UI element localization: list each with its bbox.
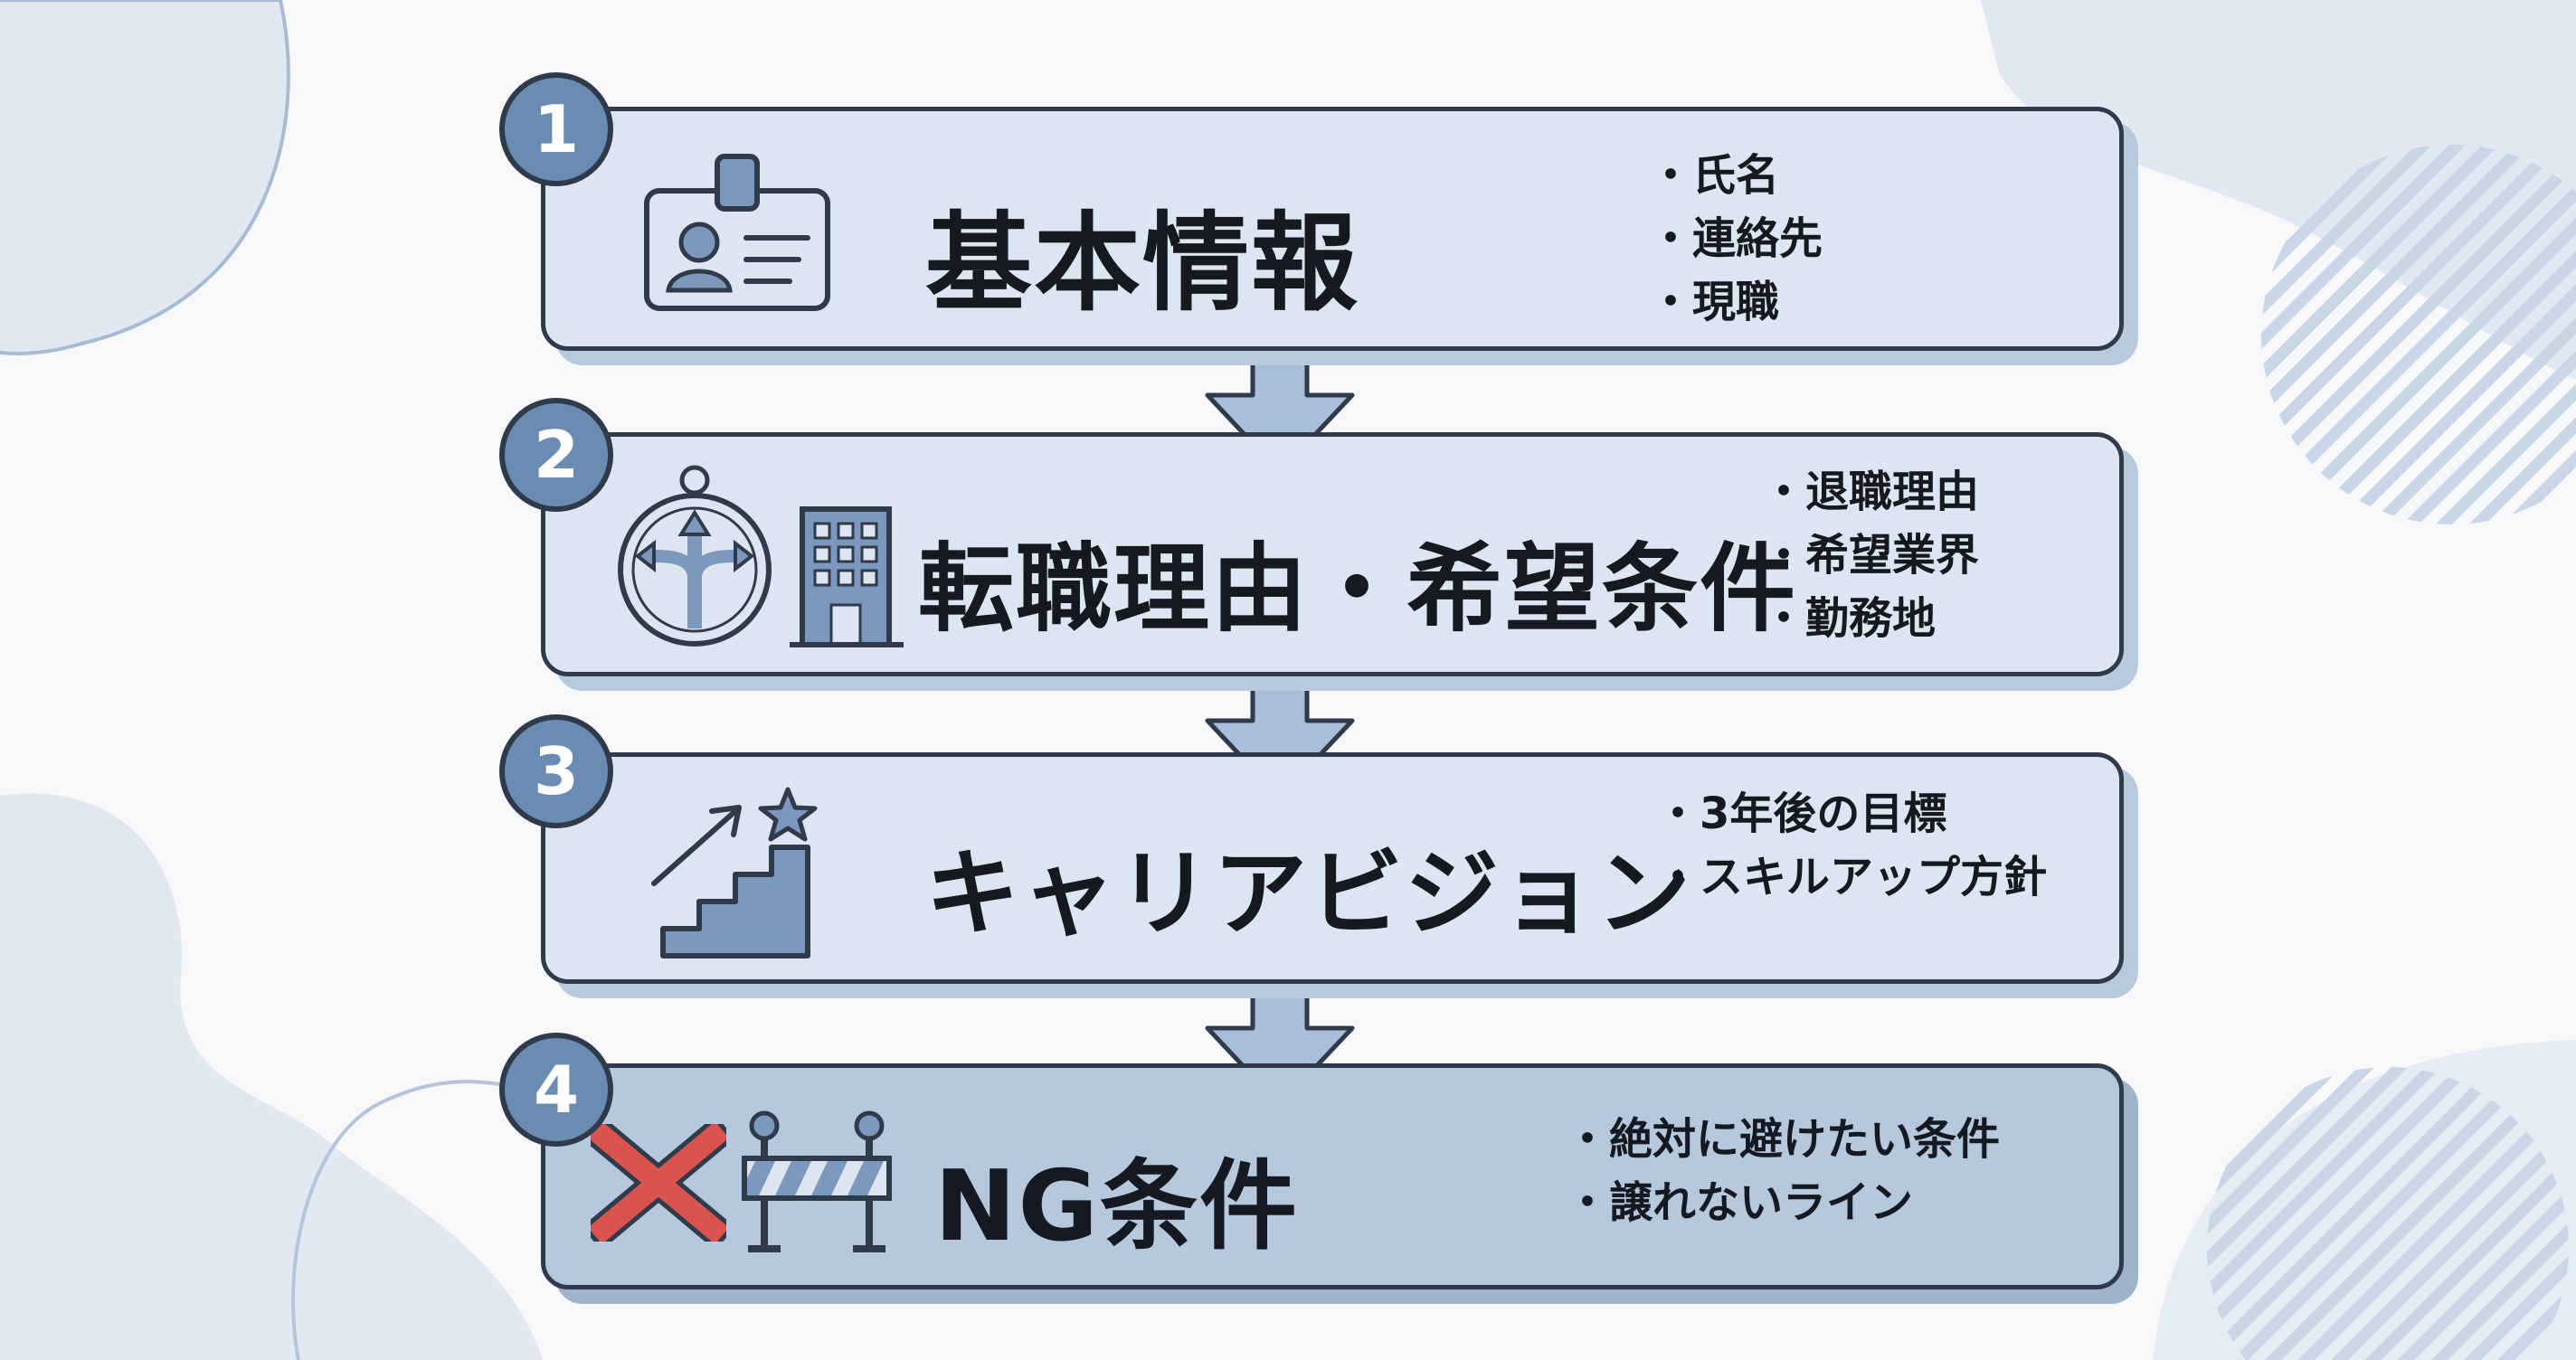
bullet-list-4: 絶対に避けたい条件 譲れないライン — [1566, 1108, 2000, 1234]
bullet-item: 3年後の目標 — [1656, 782, 2047, 845]
step-card-3: キャリアビジョン 3年後の目標 スキルアップ方針 — [541, 752, 2124, 984]
bullet-item: 絶対に避けたい条件 — [1566, 1108, 2000, 1171]
bullet-list-3: 3年後の目標 スキルアップ方針 — [1656, 782, 2047, 909]
bullet-item: 譲れないライン — [1566, 1171, 2000, 1234]
step-number-badge-2: 2 — [499, 398, 613, 512]
bullet-list-1: 氏名 連絡先 現職 — [1649, 144, 1823, 334]
road-barrier-icon — [742, 1110, 892, 1252]
bullet-item: 氏名 — [1649, 144, 1823, 207]
step-title-3: キャリアビジョン — [925, 838, 1693, 949]
step-number-badge-4: 4 — [499, 1033, 613, 1147]
bullet-item: 連絡先 — [1649, 207, 1823, 270]
step-title-1: 基本情報 — [925, 201, 1360, 326]
office-building-icon — [790, 506, 904, 647]
bullet-item: 現職 — [1649, 270, 1823, 334]
stripe-circle-bottom-right — [2207, 1067, 2569, 1360]
bullet-item: スキルアップ方針 — [1656, 845, 2047, 909]
stripe-circle-top-right — [2261, 145, 2576, 524]
step-card-4: NG条件 絶対に避けたい条件 譲れないライン — [541, 1063, 2124, 1289]
stairs-star-icon — [651, 787, 818, 959]
step-card-1: 基本情報 氏名 連絡先 現職 — [541, 107, 2124, 351]
step-title-2: 転職理由・希望条件 — [918, 534, 1797, 645]
crossroads-compass-icon — [618, 465, 772, 647]
step-number-badge-3: 3 — [499, 714, 613, 828]
step-number-badge-1: 1 — [499, 72, 613, 186]
blob-bottom-left — [0, 793, 543, 1360]
id-card-icon — [644, 154, 830, 311]
step-card-2: 転職理由・希望条件 退職理由 希望業界 勤務地 — [541, 432, 2124, 676]
red-x-icon — [591, 1124, 726, 1242]
bullet-list-2: 退職理由 希望業界 勤務地 — [1762, 460, 1979, 650]
step-title-4: NG条件 — [934, 1150, 1300, 1263]
bullet-item: 希望業界 — [1762, 524, 1979, 587]
bullet-item: 退職理由 — [1762, 460, 1979, 524]
blob-top-left — [0, 0, 289, 354]
bullet-item: 勤務地 — [1762, 587, 1979, 650]
